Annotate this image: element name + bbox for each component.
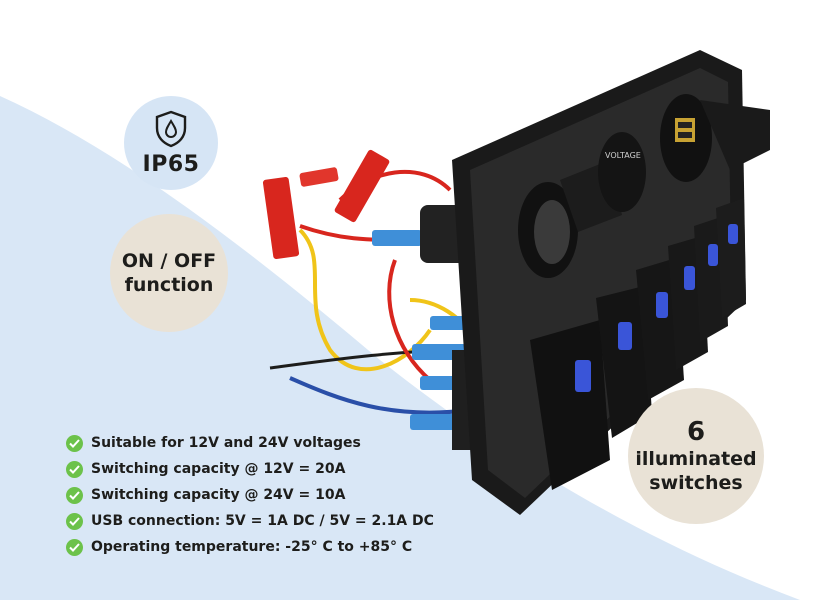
feature-text: Switching capacity @ 12V = 20A: [91, 461, 346, 477]
switch-panel-image: VOLTAGE: [262, 50, 770, 515]
fuse-holder-icon: [262, 149, 390, 260]
feature-text: Suitable for 12V and 24V voltages: [91, 435, 361, 451]
on-off-badge: ON / OFF function: [110, 214, 228, 332]
voltmeter-label: VOLTAGE: [605, 151, 641, 160]
feature-text: USB connection: 5V = 1A DC / 5V = 2.1A D…: [91, 513, 434, 529]
ip65-label: IP65: [142, 151, 200, 177]
rocker-switches: [530, 198, 746, 490]
cigarette-lighter-socket-icon: [518, 160, 622, 278]
list-item: Switching capacity @ 12V = 20A: [66, 456, 434, 482]
feature-text: Switching capacity @ 24V = 10A: [91, 487, 346, 503]
on-off-line1: ON / OFF: [121, 250, 217, 272]
check-icon: [66, 460, 83, 478]
switch-count: 6: [686, 417, 706, 447]
check-icon: [66, 434, 83, 452]
list-item: Switching capacity @ 24V = 10A: [66, 482, 434, 508]
list-item: Operating temperature: -25° C to +85° C: [66, 534, 434, 560]
usb-socket-icon: [660, 94, 770, 182]
check-icon: [66, 486, 83, 504]
feature-text: Operating temperature: -25° C to +85° C: [91, 539, 413, 555]
ip65-badge: IP65: [124, 96, 218, 190]
illuminated-switches-badge: 6 illuminated switches: [628, 388, 764, 524]
voltmeter-icon: VOLTAGE: [598, 132, 646, 212]
switches-line2: switches: [649, 472, 743, 494]
shield-water-drop-icon: [155, 110, 187, 147]
on-off-line2: function: [124, 274, 214, 296]
feature-list: Suitable for 12V and 24V voltages Switch…: [66, 430, 434, 560]
list-item: USB connection: 5V = 1A DC / 5V = 2.1A D…: [66, 508, 434, 534]
switches-line1: illuminated: [635, 448, 757, 470]
check-icon: [66, 512, 83, 530]
check-icon: [66, 538, 83, 556]
list-item: Suitable for 12V and 24V voltages: [66, 430, 434, 456]
